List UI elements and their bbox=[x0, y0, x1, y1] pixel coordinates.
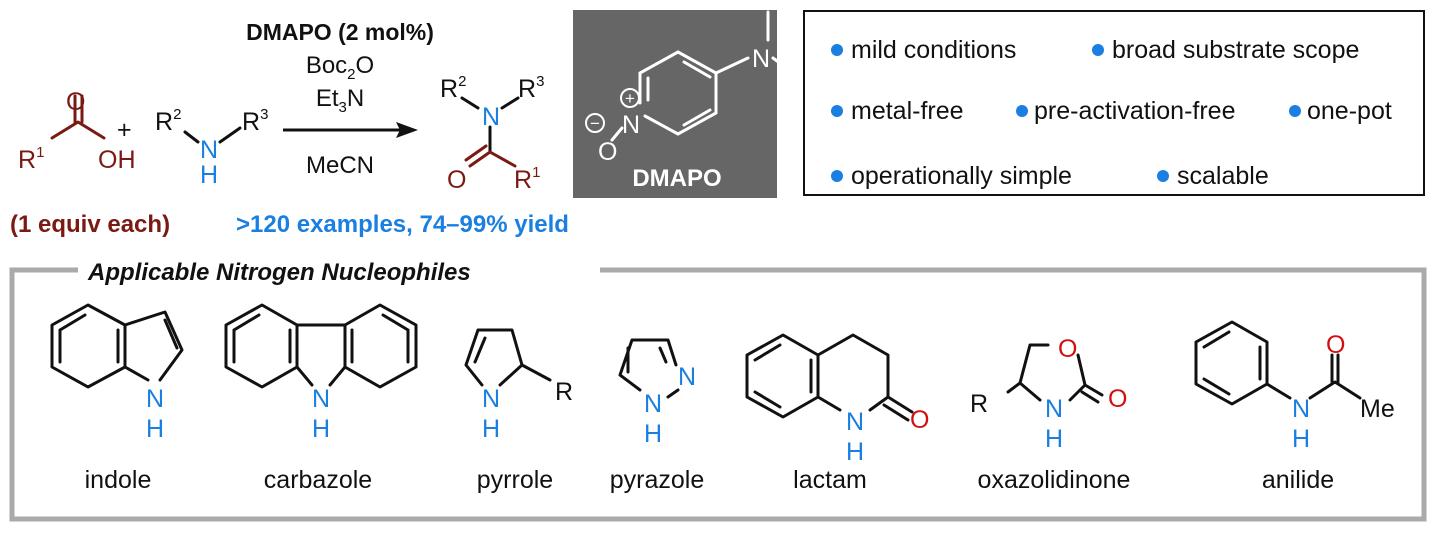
dmapo-structure-box: N O N + − DMAPO bbox=[573, 10, 802, 198]
feature-item: broad substrate scope bbox=[1112, 36, 1359, 64]
nucleophile-name: pyrrole bbox=[477, 466, 553, 494]
nucleophile-name: oxazolidinone bbox=[978, 466, 1131, 494]
dmapo-oxygen: O bbox=[598, 138, 617, 166]
hydrogen-label: H bbox=[846, 438, 864, 466]
catalyst-label: DMAPO (2 mol%) bbox=[246, 19, 434, 45]
acid-r1: R1 bbox=[18, 144, 44, 174]
minus-charge-label: − bbox=[590, 114, 600, 133]
bullet-icon bbox=[1157, 170, 1169, 182]
product-r3: R3 bbox=[518, 73, 544, 103]
reaction-arrow bbox=[283, 122, 418, 138]
pyrrole-structure: N H R pyrrole bbox=[464, 328, 573, 494]
nitrogen-label: N bbox=[846, 408, 864, 436]
bullet-icon bbox=[831, 44, 843, 56]
solvent-label: MeCN bbox=[306, 152, 374, 179]
feature-item: one-pot bbox=[1307, 97, 1392, 125]
amide-product: R2 R3 N O R1 bbox=[440, 73, 544, 194]
dmapo-ring-n: N bbox=[622, 111, 640, 139]
hydrogen-label: H bbox=[146, 415, 164, 443]
amine-r3: R3 bbox=[242, 106, 268, 136]
hydrogen-label: H bbox=[1045, 425, 1063, 453]
oxygen-label: O bbox=[910, 406, 929, 434]
r-group-label: R bbox=[555, 378, 573, 406]
nucleophile-name: lactam bbox=[793, 466, 867, 494]
positive-charge-icon bbox=[620, 88, 640, 108]
nucleophile-name: carbazole bbox=[264, 466, 372, 494]
lactam-structure: N H O lactam bbox=[745, 333, 929, 494]
equiv-note: (1 equiv each) bbox=[10, 211, 170, 238]
features-box: mild conditions broad substrate scope me… bbox=[803, 10, 1425, 196]
anilide-structure: O N H Me anilide bbox=[1194, 320, 1395, 494]
acid-oh: OH bbox=[98, 146, 136, 174]
hydrogen-label: H bbox=[1292, 425, 1310, 453]
amine-n: N bbox=[200, 136, 218, 164]
pyrazole-structure: N N H pyrazole bbox=[610, 338, 705, 494]
r-group-label: R bbox=[970, 390, 988, 418]
indole-structure: N H indole bbox=[50, 303, 184, 494]
hydrogen-label: H bbox=[482, 415, 500, 443]
acid-oxygen: O bbox=[66, 88, 85, 116]
bullet-icon bbox=[831, 105, 843, 117]
nitrogen-label: N bbox=[644, 390, 662, 418]
nitrogen-label: N bbox=[482, 385, 500, 413]
nitrogen-label: N bbox=[312, 385, 330, 413]
amine-h: H bbox=[200, 161, 218, 189]
bullet-icon bbox=[1092, 44, 1104, 56]
oxygen-label: O bbox=[1058, 335, 1077, 363]
bullet-icon bbox=[1016, 105, 1028, 117]
bullet-icon bbox=[831, 170, 843, 182]
product-n: N bbox=[482, 103, 500, 131]
nitrogen-label: N bbox=[678, 363, 696, 391]
nucleophiles-frame: Applicable Nitrogen Nucleophiles bbox=[9, 259, 1427, 522]
nucleophile-name: pyrazole bbox=[610, 466, 705, 494]
scope-note: >120 examples, 74–99% yield bbox=[236, 211, 569, 238]
plus-charge-label: + bbox=[625, 89, 635, 108]
nitrogen-label: N bbox=[146, 385, 164, 413]
amine: R2 N H R3 bbox=[155, 106, 268, 189]
oxazolidinone-structure: O O R N H oxazolidinone bbox=[970, 335, 1130, 494]
product-o: O bbox=[447, 166, 466, 194]
feature-item: operationally simple bbox=[851, 162, 1072, 190]
nitrogen-label: N bbox=[1045, 395, 1063, 423]
carbazole-structure: N H carbazole bbox=[224, 303, 418, 494]
carboxylic-acid: O R1 OH bbox=[18, 88, 136, 174]
nucleophile-name: indole bbox=[85, 466, 152, 494]
feature-item: mild conditions bbox=[851, 36, 1016, 64]
hydrogen-label: H bbox=[312, 415, 330, 443]
bullet-icon bbox=[1289, 105, 1301, 117]
amine-r2: R2 bbox=[155, 106, 181, 136]
feature-item: pre-activation-free bbox=[1034, 97, 1235, 125]
hydrogen-label: H bbox=[644, 420, 662, 448]
negative-charge-icon bbox=[585, 113, 605, 133]
methyl-label: Me bbox=[1360, 395, 1395, 423]
nitrogen-label: N bbox=[1292, 395, 1310, 423]
dmapo-name: DMAPO bbox=[632, 165, 721, 192]
nucleophile-name: anilide bbox=[1262, 466, 1334, 494]
oxygen-label: O bbox=[1326, 331, 1345, 359]
product-r1: R1 bbox=[514, 164, 540, 194]
dmapo-amine-n: N bbox=[752, 45, 770, 73]
feature-item: scalable bbox=[1177, 162, 1269, 190]
feature-item: metal-free bbox=[851, 97, 964, 125]
product-r2: R2 bbox=[440, 73, 466, 103]
nucleophiles-title: Applicable Nitrogen Nucleophiles bbox=[87, 259, 471, 286]
plus-sign: + bbox=[117, 116, 132, 144]
oxygen-label: O bbox=[1108, 385, 1127, 413]
reagent-boc2o: Boc2O bbox=[306, 52, 374, 83]
reagent-et3n: Et3N bbox=[316, 85, 364, 116]
